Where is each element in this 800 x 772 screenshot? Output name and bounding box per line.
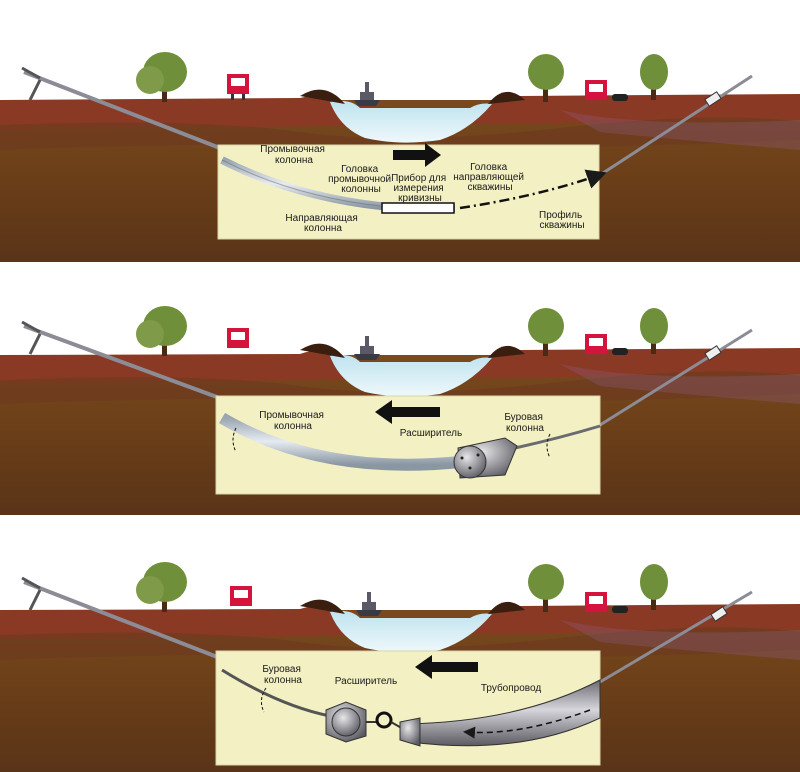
labels: Промывочная колонна Расширитель Буровая … bbox=[259, 410, 545, 439]
panel-pilot-bore: Промывочная колонна Головка промывочной … bbox=[0, 52, 800, 262]
inset-box bbox=[217, 143, 607, 240]
swivel-icon bbox=[366, 711, 421, 747]
truck-icon bbox=[227, 74, 249, 100]
car-icon bbox=[612, 606, 628, 613]
reamer-icon bbox=[325, 701, 367, 743]
exit-pipe bbox=[599, 328, 753, 427]
exit-pipe bbox=[599, 590, 753, 684]
car-icon bbox=[612, 94, 628, 101]
label-wash-pipe: Промывочная колонна bbox=[259, 410, 326, 432]
river bbox=[330, 100, 492, 143]
tree-icon bbox=[528, 308, 564, 356]
label-pilot-head: Головка направляющей скважины bbox=[453, 162, 527, 193]
tree-icon bbox=[640, 564, 668, 610]
label-wash-head: Головка промывочной колонны bbox=[328, 164, 394, 195]
direction-arrow bbox=[415, 655, 478, 679]
label-guide-pipe: Направляющая колонна bbox=[285, 213, 360, 234]
inset-box bbox=[215, 650, 601, 766]
pull-direction-dashed bbox=[463, 709, 591, 739]
drill-rig-icon bbox=[21, 66, 226, 152]
tree-icon bbox=[136, 52, 187, 102]
rotation-icon bbox=[260, 687, 267, 713]
truck-icon bbox=[230, 586, 252, 606]
ship-icon bbox=[354, 336, 380, 360]
label-drill-pipe: Буровая колонна bbox=[504, 412, 545, 434]
drill-rig-icon bbox=[21, 576, 226, 662]
panel-pullback: Буровая колонна Расширитель Трубопровод bbox=[0, 562, 800, 772]
river bbox=[330, 610, 492, 653]
label-survey-tool: Прибор для измерения кривизны bbox=[391, 172, 449, 204]
label-drill-pipe: Буровая колонна bbox=[262, 664, 303, 686]
tree-icon bbox=[136, 562, 187, 612]
truck-icon bbox=[227, 328, 249, 348]
exit-pipe bbox=[599, 74, 753, 177]
direction-arrow bbox=[393, 143, 441, 167]
tree-icon bbox=[528, 564, 564, 612]
river bbox=[330, 354, 492, 397]
drill-pipe-tube bbox=[514, 424, 601, 450]
label-reamer: Расширитель bbox=[335, 676, 397, 687]
tree-icon bbox=[640, 308, 668, 354]
survey-tool bbox=[381, 202, 455, 214]
label-reamer: Расширитель bbox=[400, 428, 462, 439]
wash-pipe-tube bbox=[218, 412, 461, 471]
direction-arrow bbox=[375, 400, 440, 424]
drill-rig-icon bbox=[21, 320, 226, 402]
labels: Промывочная колонна Головка промывочной … bbox=[260, 144, 585, 234]
rotation-icon bbox=[546, 433, 551, 459]
tree-icon bbox=[640, 54, 668, 100]
label-wash-pipe: Промывочная колонна bbox=[260, 144, 327, 166]
truck-icon bbox=[585, 80, 607, 100]
truck-icon bbox=[585, 334, 607, 354]
label-bore-profile: Профиль скважины bbox=[539, 209, 585, 231]
inset-box bbox=[215, 395, 601, 495]
reamer-icon bbox=[453, 437, 518, 479]
tree-icon bbox=[528, 54, 564, 102]
rotation-icon bbox=[232, 427, 237, 453]
label-pipeline: Трубопровод bbox=[481, 682, 541, 694]
truck-icon bbox=[585, 592, 607, 612]
car-icon bbox=[612, 348, 628, 355]
pipeline-tube bbox=[404, 679, 601, 747]
tree-icon bbox=[136, 306, 187, 356]
panel-reaming: Промывочная колонна Расширитель Буровая … bbox=[0, 306, 800, 515]
drill-pipe-tube bbox=[221, 668, 331, 718]
ship-icon bbox=[356, 592, 382, 616]
labels: Буровая колонна Расширитель Трубопровод bbox=[262, 664, 541, 694]
ship-icon bbox=[354, 82, 380, 106]
